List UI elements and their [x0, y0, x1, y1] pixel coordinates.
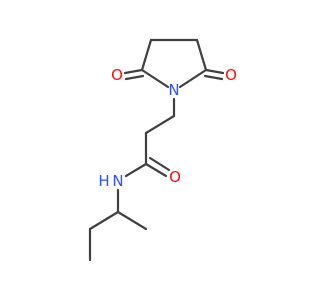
structure-canvas: O O N O H N [88, 38, 237, 262]
bond-c2-o-left-a [123, 68, 144, 75]
bond-co-nh [124, 162, 148, 178]
atom-o-right: O [225, 66, 237, 84]
bond-ring-n-c2 [140, 68, 170, 89]
atom-labels: O O N O H N [98, 66, 237, 190]
molecule-structure: O O N O H N [88, 38, 237, 262]
bond-c2-o-left-b [124, 74, 145, 81]
atom-o-amide: O [169, 168, 181, 186]
bond-c5-o-right-b [203, 74, 224, 81]
bond-co-o-b [148, 156, 171, 172]
bond-ring-c5-n [178, 68, 208, 89]
bonds [88, 38, 225, 262]
bond-ch-ch2 [88, 210, 120, 231]
bond-ch-ch3 [116, 210, 148, 231]
bond-co-o-a [144, 162, 168, 178]
atom-h-amide: H [98, 172, 109, 190]
bond-ch2a-ch2b [144, 114, 176, 135]
atom-o-left: O [111, 66, 123, 84]
bond-ring-c2-c3 [140, 38, 153, 72]
atom-n-ring: N [168, 81, 179, 99]
atom-n-amide: N [112, 172, 123, 190]
bond-ring-c4-c5 [195, 38, 208, 72]
bond-c5-o-right-a [204, 68, 225, 75]
